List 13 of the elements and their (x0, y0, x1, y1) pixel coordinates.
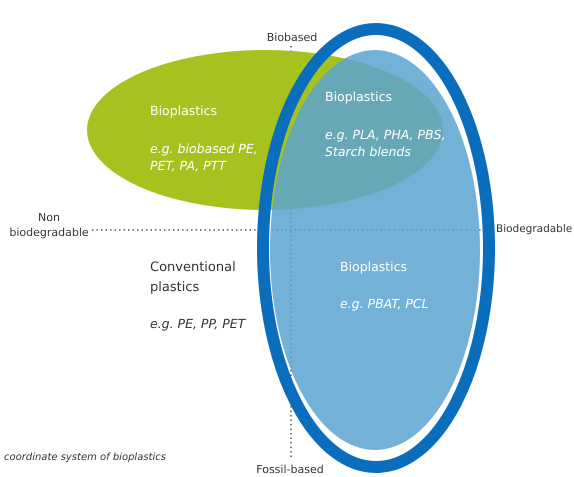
axis-label: Biobased (266, 30, 318, 45)
example-list: e.g. PLA, PHA, PBS, Starch blends (325, 126, 475, 160)
axis-label: Fossil-based (255, 462, 325, 477)
caption: coordinate system of bioplastics (4, 452, 166, 463)
quadrant-title: Conventional plastics (150, 259, 237, 297)
example-list: e.g. PBAT, PCL (340, 295, 470, 312)
example-list: e.g. PE, PP, PET (150, 316, 260, 331)
axis-label: Biodegradable (496, 222, 574, 237)
example-list: e.g. biobased PE, PET, PA, PTT (150, 140, 275, 174)
region-title: Bioplastics (340, 258, 408, 275)
axis-label: Non biodegradable (8, 210, 90, 240)
region-title: Bioplastics (325, 88, 394, 105)
region-title: Bioplastics (150, 102, 218, 119)
